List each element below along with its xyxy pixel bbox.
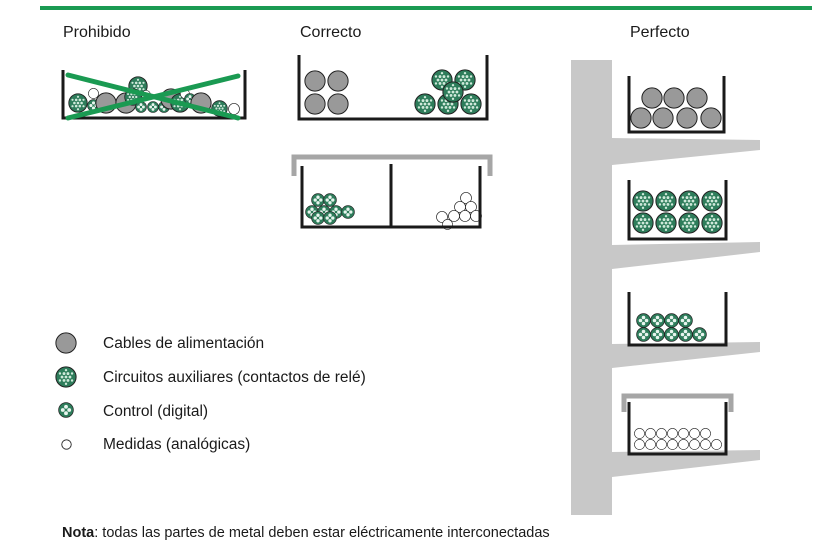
footnote-label: Nota: [62, 525, 95, 541]
title-correct: Correcto: [300, 24, 362, 41]
footnote-text: : todas las partes de metal deben estar …: [94, 525, 550, 541]
header-accent-line: [40, 6, 812, 10]
perfect-tray-power: [627, 76, 726, 134]
correct-tray: [297, 55, 489, 121]
divided-tray-control-cables: [305, 193, 355, 225]
legend-label-auxiliary: Circuitos auxiliares (contactos de relé): [103, 369, 366, 386]
legend-label-control: Control (digital): [103, 403, 209, 420]
correct-divided-tray: [291, 154, 493, 230]
prohibited-cross-marks: [65, 72, 241, 121]
legend-label-power: Cables de alimentación: [103, 335, 265, 352]
prohibited-tray: [61, 70, 247, 121]
title-perfect: Perfecto: [630, 24, 690, 41]
auxiliary-circuit-cable-icon: [55, 366, 77, 388]
footnote: Nota: todas las partes de metal deben es…: [62, 525, 550, 542]
title-prohibited: Prohibido: [63, 24, 131, 41]
legend-label-measurement: Medidas (analógicas): [103, 436, 251, 453]
perfect-tray-auxiliary: [627, 180, 728, 241]
perfect-tray-measurement: [621, 393, 734, 456]
divided-tray-measurement-cables: [436, 192, 482, 230]
perfect-tray-control: [627, 292, 728, 347]
correct-aux-cables: [414, 69, 482, 115]
power-cable-icon: [55, 332, 77, 354]
wall-structure: [571, 60, 760, 515]
correct-power-cables: [304, 70, 349, 115]
control-cable-icon: [58, 402, 74, 418]
measurement-cable-icon: [61, 439, 72, 450]
